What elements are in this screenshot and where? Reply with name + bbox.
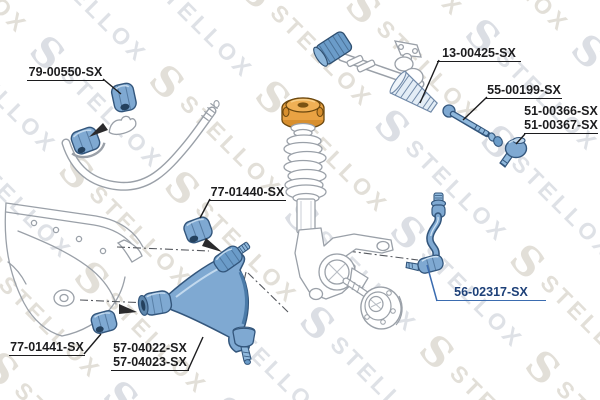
- part-label-77-01440-sx: 77-01440-SX: [209, 185, 286, 201]
- part-label-57-04022-sx: 57-04022-SX 57-04023-SX: [111, 341, 189, 371]
- steering-knuckle: [294, 227, 394, 301]
- steering-rack-drawing: [313, 31, 528, 168]
- control-arm-bushing-rear: [183, 216, 213, 244]
- part-number: 77-01441-SX: [10, 340, 84, 354]
- part-label-55-00199-sx: 55-00199-SX: [486, 83, 562, 99]
- part-number: 57-04023-SX: [113, 355, 187, 369]
- control-arm-bushing-front: [90, 309, 118, 335]
- strut-assembly-drawing: [281, 97, 403, 330]
- part-number: 51-00366-SX: [524, 104, 598, 118]
- stabilizer-bar-drawing: [61, 100, 220, 191]
- part-number: 55-00199-SX: [487, 83, 561, 97]
- part-number: 77-01440-SX: [210, 185, 285, 199]
- subframe-drawing: [4, 202, 144, 337]
- part-label-13-00425-sx: 13-00425-SX: [437, 46, 521, 62]
- strut-top-mount: [281, 97, 325, 130]
- part-number: 51-00367-SX: [524, 118, 598, 132]
- inner-tie-rod: [442, 104, 491, 138]
- hub-bearing-drawing: [342, 277, 403, 330]
- part-number: 79-00550-SX: [28, 65, 103, 79]
- stabilizer-bushing-exploded: [108, 82, 137, 135]
- control-arm-drawing: [137, 242, 256, 365]
- stabilizer-link-drawing: [405, 192, 447, 274]
- label-leader-lines: [83, 59, 526, 371]
- arrow-icon: [89, 123, 108, 137]
- rack-left-boot: [313, 31, 353, 67]
- part-number[interactable]: 56-02317-SX: [454, 285, 528, 299]
- control-arm-ball-joint: [232, 326, 256, 365]
- assembly-arrows: [89, 123, 222, 314]
- arrow-icon: [119, 304, 137, 314]
- part-number: 13-00425-SX: [442, 46, 516, 60]
- arrow-icon: [202, 238, 222, 252]
- tie-rod-end: [499, 136, 528, 168]
- part-label-77-01441-sx: 77-01441-SX: [9, 340, 85, 356]
- part-label-51-00366-sx: 51-00366-SX 51-00367-SX: [524, 104, 598, 134]
- part-label-79-00550-sx: 79-00550-SX: [27, 65, 104, 81]
- part-label-56-02317-sx-highlighted[interactable]: 56-02317-SX: [436, 285, 546, 301]
- part-number: 57-04022-SX: [113, 341, 187, 355]
